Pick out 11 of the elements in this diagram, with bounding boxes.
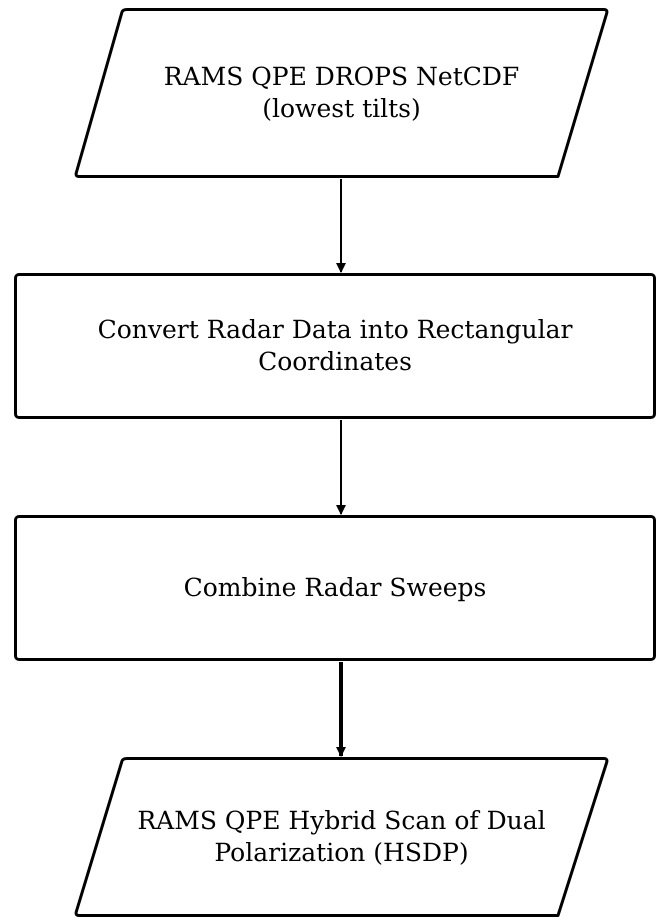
node-text: Combine Radar Sweeps <box>184 572 486 604</box>
arrow <box>336 662 346 757</box>
node-text: RAMS QPE Hybrid Scan of Dual Polarization (HSDP) <box>136 804 547 869</box>
arrow <box>336 420 346 515</box>
arrow <box>336 179 346 273</box>
node-text: RAMS QPE DROPS NetCDF (lowest tilts) <box>162 60 520 125</box>
node-text: Convert Radar Data into Rectangular Coordinates <box>96 314 574 378</box>
process-box <box>14 515 656 661</box>
data-parallelogram <box>75 757 608 917</box>
data-parallelogram <box>75 8 608 178</box>
process-box <box>14 273 656 419</box>
